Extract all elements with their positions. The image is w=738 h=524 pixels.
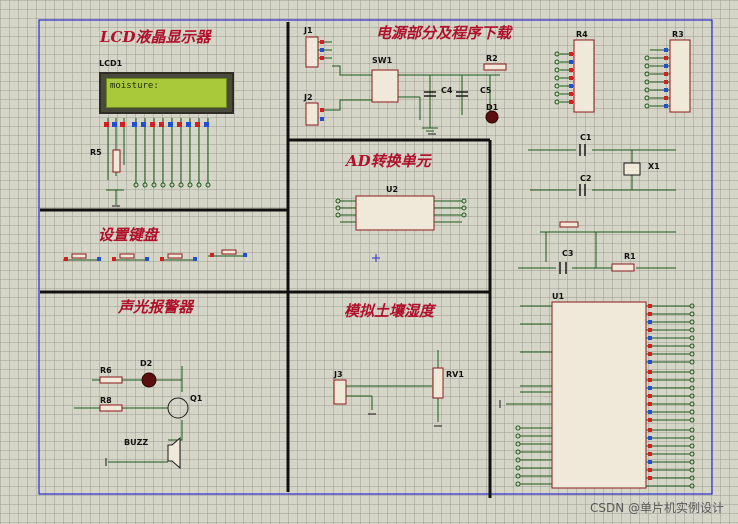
r4-pack bbox=[560, 39, 595, 113]
u1-left-wires bbox=[506, 305, 552, 485]
section-title-ad: AD转换单元 bbox=[346, 152, 431, 170]
u1-right-wires bbox=[646, 305, 690, 487]
lcd-pin-wires bbox=[106, 118, 209, 205]
d2-label: D2 bbox=[140, 359, 153, 368]
r8-label: R8 bbox=[100, 396, 112, 405]
q1-label: Q1 bbox=[190, 394, 203, 403]
power-wires bbox=[324, 65, 500, 132]
r6-label: R6 bbox=[100, 366, 112, 375]
u2-terminals bbox=[335, 198, 467, 218]
x1-label: X1 bbox=[648, 162, 660, 171]
r3-label: R3 bbox=[672, 30, 684, 39]
alarm-wires bbox=[74, 366, 183, 463]
u2-wires bbox=[340, 200, 462, 223]
d1-label: D1 bbox=[486, 103, 499, 112]
x1-crystal bbox=[623, 162, 641, 176]
r4-terminals bbox=[554, 51, 560, 105]
lcd-ref-label: LCD1 bbox=[99, 59, 123, 68]
u1-mcu bbox=[551, 301, 647, 489]
c4-label: C4 bbox=[441, 86, 453, 95]
r8-resistor bbox=[99, 404, 123, 412]
r1-label: R1 bbox=[624, 252, 636, 261]
section-title-soil: 模拟土壤湿度 bbox=[344, 302, 435, 320]
c1-label: C1 bbox=[580, 133, 592, 142]
lcd-display: moisture: bbox=[99, 72, 234, 114]
u1-right-dots bbox=[648, 304, 652, 480]
c5-label: C5 bbox=[480, 86, 492, 95]
section-title-lcd: LCD液晶显示器 bbox=[100, 28, 211, 46]
rv1-potentiometer bbox=[432, 367, 444, 399]
section-title-power: 电源部分及程序下载 bbox=[376, 24, 512, 42]
j3-label: J3 bbox=[334, 370, 343, 379]
r6-resistor bbox=[99, 376, 123, 384]
buzzer-speaker bbox=[167, 436, 181, 470]
u2-label: U2 bbox=[386, 185, 399, 194]
r3-pack bbox=[650, 39, 691, 113]
lcd-pin-dots bbox=[104, 122, 209, 127]
j2-connector bbox=[305, 102, 324, 126]
r5-label: R5 bbox=[90, 148, 102, 157]
ground-symbols bbox=[105, 133, 501, 466]
section-title-keys: 设置键盘 bbox=[98, 226, 159, 244]
d1-led bbox=[485, 110, 499, 124]
u1-label: U1 bbox=[552, 292, 565, 301]
u2-chip bbox=[355, 195, 435, 231]
j1-connector bbox=[305, 36, 332, 68]
r5-resistor bbox=[112, 149, 121, 173]
lcd-pin-terminals bbox=[133, 182, 211, 188]
lcd-glass: moisture: bbox=[106, 78, 227, 108]
r1-resistor bbox=[611, 263, 635, 272]
crystal-wires bbox=[518, 149, 676, 269]
watermark-text: CSDN @单片机实例设计 bbox=[589, 501, 724, 515]
sw1-switch bbox=[371, 69, 399, 103]
keypad-switches bbox=[71, 249, 237, 259]
reset-button bbox=[559, 221, 579, 228]
soil-wires bbox=[346, 350, 439, 422]
section-dividers bbox=[40, 22, 492, 498]
sw1-label: SW1 bbox=[372, 56, 393, 65]
c2-label: C2 bbox=[580, 174, 592, 183]
rv1-label: RV1 bbox=[446, 370, 464, 379]
u1-right-terminals bbox=[689, 303, 695, 489]
j3-connector bbox=[333, 379, 347, 405]
r2-label: R2 bbox=[486, 54, 498, 63]
q1-transistor bbox=[167, 397, 189, 419]
j2-label: J2 bbox=[304, 93, 313, 102]
u1-left-terminals bbox=[515, 425, 521, 487]
c3-label: C3 bbox=[562, 249, 574, 258]
r3-terminals bbox=[644, 55, 650, 109]
lcd-screen-text: moisture: bbox=[110, 81, 159, 91]
r2-resistor bbox=[483, 63, 507, 71]
buzz-label: BUZZ bbox=[124, 438, 149, 447]
j1-label: J1 bbox=[304, 26, 313, 35]
d2-led bbox=[141, 372, 157, 388]
c1-c2-c3-capacitors bbox=[559, 144, 586, 274]
keypad-dots bbox=[64, 253, 247, 261]
sheet-border bbox=[38, 19, 713, 495]
c4-c5-capacitors bbox=[424, 91, 468, 97]
r4-label: R4 bbox=[576, 30, 588, 39]
section-title-alarm: 声光报警器 bbox=[118, 298, 194, 316]
keypad-wires bbox=[63, 255, 246, 261]
